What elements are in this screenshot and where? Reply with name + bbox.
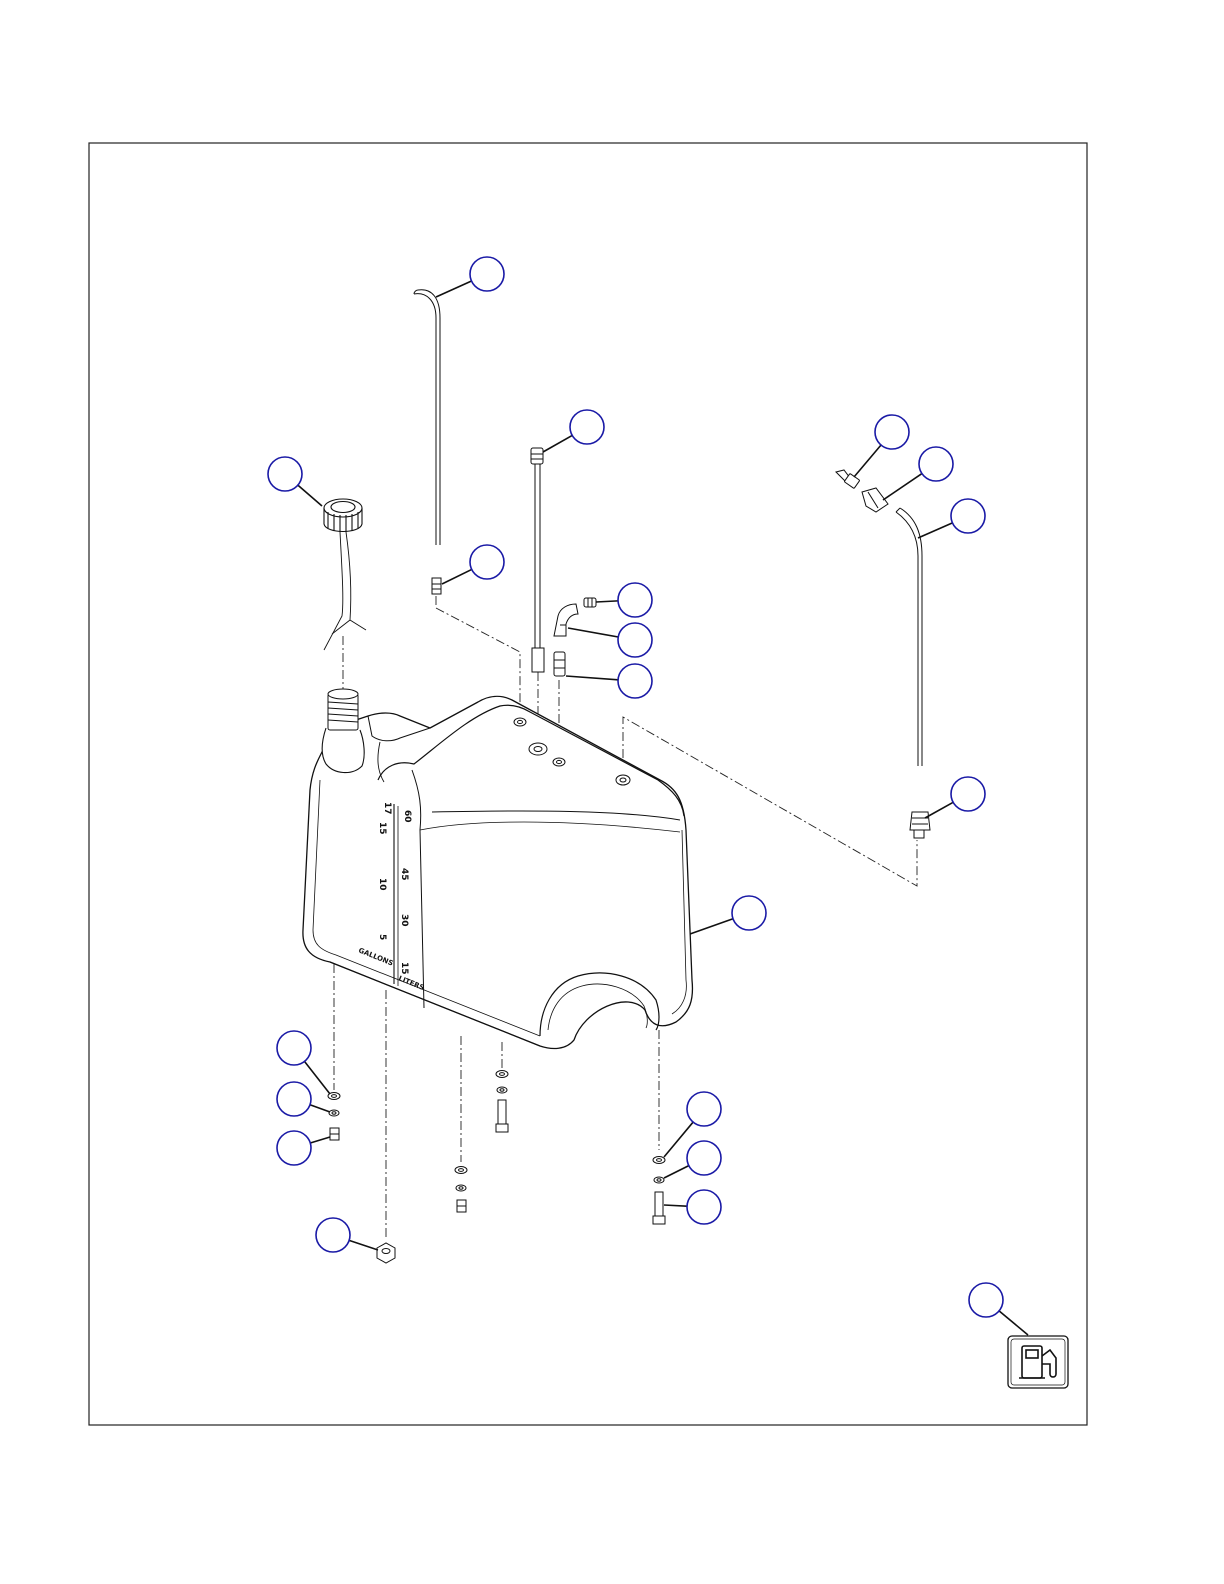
callout-vent-plug <box>596 583 652 617</box>
hardware <box>328 1071 665 1264</box>
callout-nut <box>316 1218 378 1252</box>
callout-return-tube-balloon <box>570 410 604 444</box>
callout-washer-b <box>277 1082 330 1116</box>
gallon-mark-15: 15 <box>377 822 387 835</box>
callout-tube-fitting-left <box>442 545 504 584</box>
callout-tube-fitting-left-leader <box>442 569 472 584</box>
callout-compression-nut-balloon <box>919 447 953 481</box>
fuel-line-right <box>836 470 930 838</box>
callout-tube-fitting-right-balloon <box>951 777 985 811</box>
callout-hose-barb-balloon <box>875 415 909 449</box>
callout-return-tube-leader <box>543 435 572 452</box>
callout-fuel-line-right <box>918 499 985 538</box>
gallon-mark-17: 17 <box>382 802 392 815</box>
callout-fuel-tank-balloon <box>732 896 766 930</box>
callout-washer-b-balloon <box>277 1082 311 1116</box>
callout-compression-nut-leader <box>883 474 922 500</box>
liter-mark-45: 45 <box>399 868 409 881</box>
gallon-mark-10: 10 <box>377 878 387 891</box>
callout-washer-c-balloon <box>687 1092 721 1126</box>
callout-elbow-fitting-balloon <box>618 623 652 657</box>
gallon-mark-5: 5 <box>377 934 387 940</box>
callout-fill-cap-leader <box>298 485 322 506</box>
callout-tube-fitting-right <box>925 777 985 818</box>
callout-washer-a-balloon <box>277 1031 311 1065</box>
callout-fuel-decal-balloon <box>969 1283 1003 1317</box>
callout-fuel-tank-leader <box>690 919 733 934</box>
callout-hose-barb <box>854 415 909 477</box>
callout-bolt-right <box>664 1190 721 1224</box>
fill-cap <box>324 499 366 650</box>
callout-tube-fitting-left-balloon <box>470 545 504 579</box>
callout-screw-left <box>277 1131 330 1165</box>
callout-fuel-tank <box>690 896 766 934</box>
callout-washer-d-leader <box>664 1166 689 1178</box>
return-tube <box>531 448 544 672</box>
callout-screw-left-balloon <box>277 1131 311 1165</box>
callout-grommet <box>566 664 652 698</box>
fuel-tank <box>303 696 693 1048</box>
callout-vent-plug-leader <box>596 601 618 602</box>
callout-hose-barb-leader <box>854 445 881 477</box>
vent-assembly <box>554 598 596 676</box>
callout-bolt-right-balloon <box>687 1190 721 1224</box>
liter-mark-15: 15 <box>399 962 409 975</box>
pickup-tube-left <box>414 290 441 594</box>
liter-mark-60: 60 <box>402 810 412 823</box>
callout-fill-cap-balloon <box>268 457 302 491</box>
callout-grommet-balloon <box>618 664 652 698</box>
callout-fuel-line-right-balloon <box>951 499 985 533</box>
callout-return-tube <box>543 410 604 452</box>
callout-washer-d-balloon <box>687 1141 721 1175</box>
callout-pickup-tube-left-leader <box>436 281 472 297</box>
callout-fuel-decal-leader <box>999 1311 1028 1335</box>
callout-washer-b-leader <box>310 1105 330 1112</box>
callout-compression-nut <box>883 447 953 500</box>
callout-fuel-decal <box>969 1283 1028 1335</box>
callout-nut-balloon <box>316 1218 350 1252</box>
liter-mark-30: 30 <box>399 914 409 927</box>
callout-fuel-line-right-leader <box>918 523 952 538</box>
callout-tube-fitting-right-leader <box>925 802 953 818</box>
fuel-decal <box>1008 1336 1068 1388</box>
callout-vent-plug-balloon <box>618 583 652 617</box>
callout-fill-cap <box>268 457 322 506</box>
filler-neck <box>328 689 358 730</box>
callout-grommet-leader <box>566 676 618 680</box>
callout-screw-left-leader <box>310 1137 330 1143</box>
callout-pickup-tube-left-balloon <box>470 257 504 291</box>
callout-elbow-fitting <box>568 623 652 657</box>
callout-nut-leader <box>349 1240 378 1250</box>
callout-bolt-right-leader <box>664 1205 687 1206</box>
callout-pickup-tube-left <box>436 257 504 297</box>
callout-elbow-fitting-leader <box>568 628 618 637</box>
